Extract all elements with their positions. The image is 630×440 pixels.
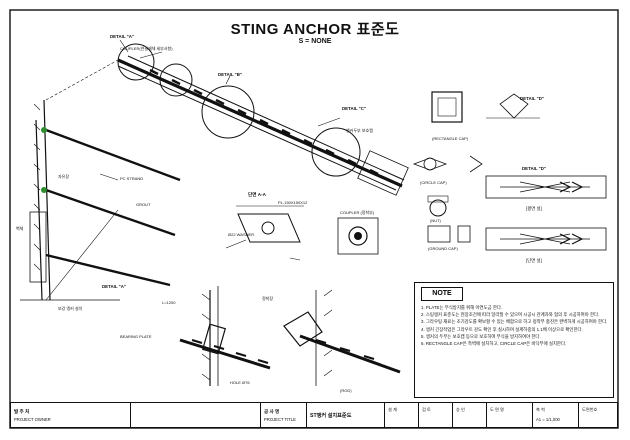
note-item: 3. 그라우팅 재료는 조기강도를 확보할 수 있는 배합으로 하고 정착부 충… <box>421 319 608 325</box>
note-item: 5. 앵커의 두부는 보호캡 등으로 보호하여 부식을 방지하여야 한다. <box>421 333 541 339</box>
detail-a-lower <box>179 286 271 386</box>
drawing-scale: S = NONE <box>298 38 332 45</box>
tb-drawing-name: ST앵커 설치표준도 <box>310 413 352 419</box>
label-detail-b: DETAIL "B" <box>218 72 242 77</box>
label-steel-bar: PC STRAND <box>120 176 143 181</box>
label-anchor-cap: 앵커두부 보호캡 <box>346 127 373 133</box>
title-block: 발 주 처 PROJECT OWNER 공 사 명 PROJECT TITLE … <box>10 402 618 428</box>
label-nut: (NUT) <box>430 218 442 223</box>
sheet-border <box>9 9 619 429</box>
anchor-head-marker <box>41 127 47 133</box>
install-section <box>485 227 607 251</box>
tb-client-cell: 발 주 처 PROJECT OWNER <box>11 403 131 427</box>
main-anchor <box>117 43 409 196</box>
tb-cell-drawing-title: 도 면 명 <box>487 403 533 427</box>
tb-client-label: 발 주 처 <box>14 409 30 414</box>
tb-cell-review: 검 토 <box>419 403 453 427</box>
label-bearing-plate: BEARING PLATE <box>120 334 152 339</box>
retaining-wall <box>20 59 181 301</box>
detail-d <box>283 289 401 386</box>
install-plan <box>485 175 607 199</box>
tb-project-label: 공 사 명 <box>264 409 280 414</box>
tb-cell-scale: 축 척 A1 = 1/1,000 <box>533 403 579 427</box>
label-rod-cap: (ROD) <box>340 388 352 393</box>
label-plate: PL-150X150X12 <box>278 200 308 205</box>
tb-cell-approve: 승 인 <box>453 403 487 427</box>
label-hole-dia: HOLE Ø76 <box>230 380 250 385</box>
tb-drawing-name-cell: ST앵커 설치표준도 <box>307 403 385 427</box>
tb-project-cell: 공 사 명 PROJECT TITLE <box>261 403 307 427</box>
tb-project-en: PROJECT TITLE <box>264 417 296 422</box>
label-section-aa: 단면 A-A <box>248 191 267 198</box>
label-grout: GROUT <box>136 202 151 207</box>
label-detail-d: DETAIL "D" <box>520 96 544 101</box>
note-item: 2. 스팅앵커 표준도는 현장조건에 따라 달라질 수 있으며 시공시 관계자와… <box>421 312 600 318</box>
label-install-section: [단면 설] <box>526 257 542 263</box>
note-item: 4. 앵커 긴장작업은 그라우트 강도 확인 후 실시하며 설계하중의 1.1배… <box>421 326 583 332</box>
label-washer: Ø22 WASHER <box>228 232 254 237</box>
label-detail-c: DETAIL "C" <box>342 106 366 111</box>
note-box: NOTE 1. PLATE는 부식방지를 위해 아연도금 한다. 2. 스팅앵커… <box>414 282 614 398</box>
label-coupler-note: COUPLER (정착부) <box>340 209 375 215</box>
label-wall: 벽체 <box>16 225 24 231</box>
label-detail-d-plan: DETAIL "D" <box>522 166 546 171</box>
drawing-labels: DETAIL "A" COUPLER(연결재체 세부사항) DETAIL "B"… <box>16 34 546 393</box>
note-list: 1. PLATE는 부식방지를 위해 아연도금 한다. 2. 스팅앵커 표준도는… <box>421 305 609 348</box>
tb-cell-drawing-no: 도면번호 <box>582 407 598 412</box>
tb-empty-cell <box>131 403 261 427</box>
tb-scale-value: A1 = 1/1,000 <box>536 417 560 422</box>
section-aa <box>225 205 304 249</box>
note-heading: NOTE <box>421 287 463 301</box>
drawing-title: STING ANCHOR 표준도 <box>230 21 400 38</box>
bearing-plate-circle <box>337 217 379 255</box>
anchor-head-marker <box>41 187 47 193</box>
label-bond-length: 정착장 <box>262 295 273 301</box>
label-detail-a-lower: DETAIL "A" <box>102 284 126 289</box>
label-coupler: COUPLER(연결재체 세부사항) <box>120 45 173 51</box>
leader-lines <box>99 39 341 261</box>
tb-client-en: PROJECT OWNER <box>14 417 51 422</box>
label-detail-a: DETAIL "A" <box>110 34 134 39</box>
label-circle-cap: (CIRCLE CAP) <box>420 180 447 185</box>
label-install-plan: [평면 설] <box>526 205 542 211</box>
tb-cell-design: 설 계 <box>385 403 419 427</box>
label-free-length: 자유장 <box>58 173 69 179</box>
label-rectangle-cap: (RECTANGLE CAP) <box>432 136 469 141</box>
label-ground-cap: (GROUND CAP) <box>428 246 458 251</box>
note-item: 6. RECTANGLE CAP은 측벽에 설치하고, CIRCLE CAP은 … <box>421 340 567 346</box>
label-dim: L=1200 <box>162 300 176 305</box>
cap-details <box>412 91 540 243</box>
label-side-note: 보강 앵커 설치 <box>58 305 83 311</box>
note-item: 1. PLATE는 부식방지를 위해 아연도금 한다. <box>421 305 503 310</box>
